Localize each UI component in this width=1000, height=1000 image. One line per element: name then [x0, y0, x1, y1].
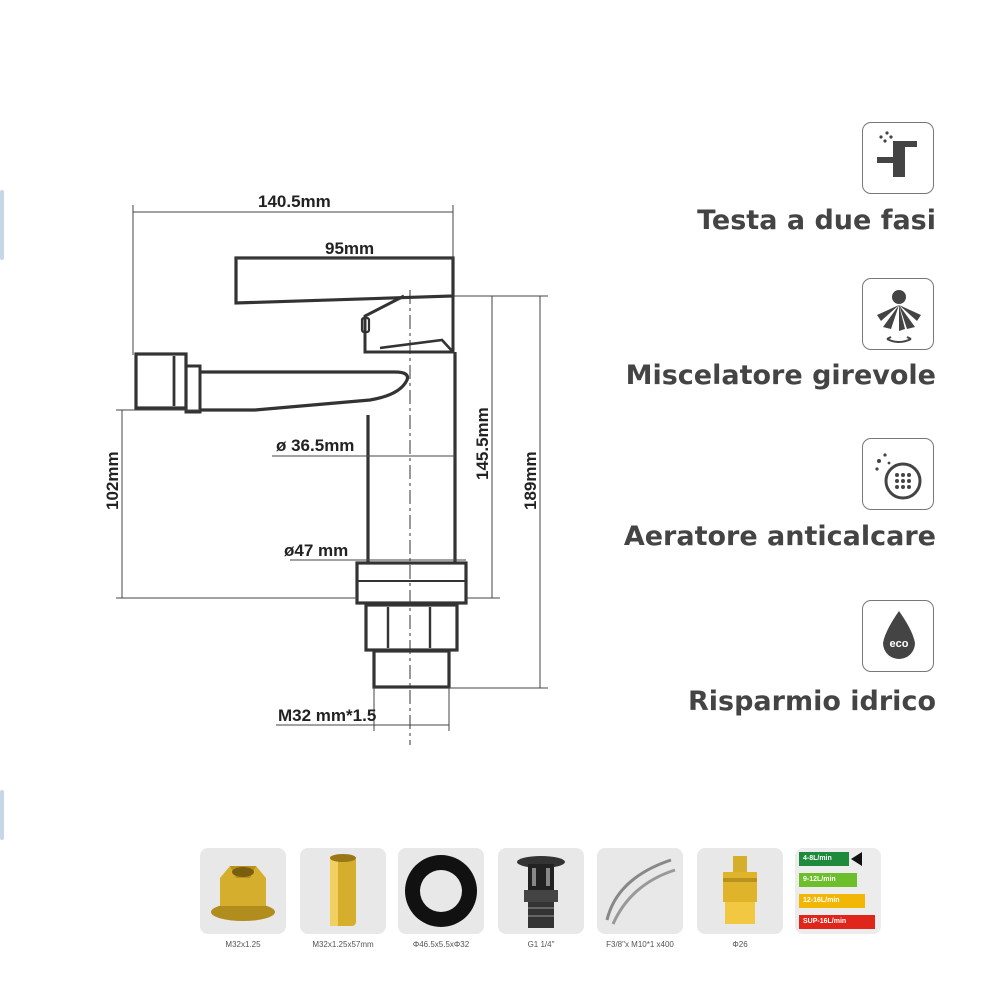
dim-body-height: 145.5mm: [473, 407, 492, 480]
accessory-caption-hose: F3/8"x M10*1 x400: [606, 940, 674, 949]
accessory-caption-gasket: Φ46.5x5.5xΦ32: [412, 940, 470, 949]
accessory-caption-cartridge: Φ26: [732, 940, 748, 949]
feature-label-swivel-mixer: Miscelatore girevole: [625, 360, 936, 391]
spray-head: [134, 352, 188, 410]
feature-label-water-saving: Risparmio idrico: [687, 686, 936, 717]
swivel-spray-icon: [862, 278, 934, 350]
drain-valve-icon: [498, 848, 584, 934]
dim-total-width: 140.5mm: [258, 192, 331, 211]
accessory-caption-tube: M32x1.25x57mm: [312, 940, 374, 949]
dim-thread: M32 mm*1.5: [278, 706, 376, 725]
base-ring: [355, 561, 468, 605]
svg-text:eco: eco: [890, 638, 909, 650]
accessory-caption-drain: G1 1/4": [527, 940, 555, 949]
accessory-caption-nut: M32x1.25: [225, 940, 261, 949]
edge-mark-top: [0, 190, 4, 260]
dim-spout-height: 102mm: [103, 451, 122, 510]
dim-total-height: 189mm: [521, 451, 540, 510]
dim-spout-length: 95mm: [325, 239, 374, 258]
flex-hose-icon: [597, 848, 683, 934]
eco-drop-icon: eco: [862, 600, 934, 672]
thread-shank: [372, 649, 451, 689]
edge-mark-bottom: [0, 790, 4, 840]
threaded-tube-icon: [300, 848, 386, 934]
feature-label-two-stage-head: Testa a due fasi: [697, 205, 936, 236]
hex-nut-icon: [200, 848, 286, 934]
feature-label-anti-limescale-aerator: Aeratore anticalcare: [623, 521, 936, 552]
flow-rate-row: 4-8L/min: [799, 852, 849, 866]
rubber-gasket-icon: [398, 848, 484, 934]
flow-rate-row: SUP-16L/min: [799, 915, 875, 929]
aerator-icon: [862, 438, 934, 510]
cartridge-icon: [697, 848, 783, 934]
flow-rate-row: 9-12L/min: [799, 873, 857, 887]
handle-body: [363, 294, 455, 354]
dim-base-diameter: ø47 mm: [284, 541, 348, 560]
flow-rate-chart: 4-8L/min 9-12L/min 12-16L/min SUP-16L/mi…: [795, 848, 881, 934]
dim-body-diameter: ø 36.5mm: [276, 436, 354, 455]
spout: [200, 370, 410, 412]
flow-rate-row: 12-16L/min: [799, 894, 865, 908]
selected-arrow-icon: [851, 852, 862, 866]
handle-lever: [234, 256, 455, 305]
mounting-nut: [364, 603, 459, 652]
faucet-icon: [862, 122, 934, 194]
